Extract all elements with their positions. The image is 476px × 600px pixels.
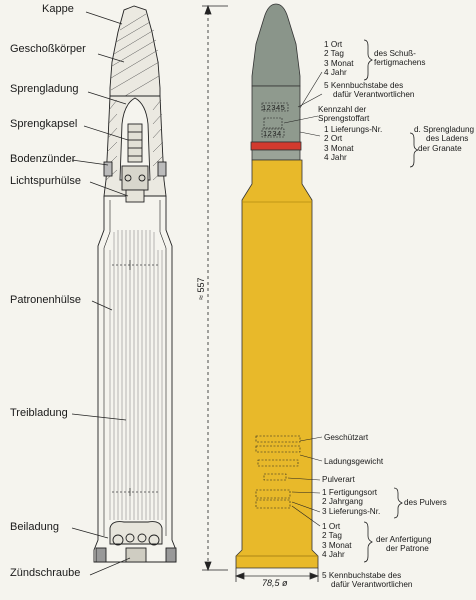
group1-brace-text: des Schuß- fertigmachens (374, 49, 425, 68)
case-outline-left (93, 196, 177, 563)
diameter-dimension-label: 78,5 ø (262, 578, 288, 588)
projectile-nose (251, 3, 301, 87)
group1-item-1: 1 Ort (324, 40, 343, 49)
projectile-stamps (261, 102, 289, 138)
base-fuze (121, 165, 149, 191)
tracer-tube (125, 189, 145, 203)
label-patronenhuelse: Patronenhülse (10, 294, 81, 306)
projectile-stamp-12345: 12345 (262, 103, 286, 112)
label-pulverart: Pulverart (322, 475, 355, 484)
left-leader-lines (71, 11, 131, 576)
group4-brace-line-1: der Anfertigung (376, 535, 432, 544)
case-markings (255, 435, 301, 509)
group3-item-2: 2 Jahrgang (322, 497, 363, 507)
group2-item-2: 2 Ort (324, 134, 343, 144)
group3-brace-line-1: des Pulvers (404, 498, 447, 507)
group1-list: 1 Ort 2 Tag 3 Monat 4 Jahr (324, 40, 354, 78)
group2-item-3: 3 Monat (324, 143, 354, 153)
group4-brace-text: der Anfertigung der Patrone (376, 535, 432, 554)
group2-item-4: 4 Jahr (324, 153, 347, 163)
group2-item-1: 1 Lieferungs-Nr. (324, 125, 383, 134)
group1-item-2: 2 Tag (324, 49, 344, 59)
group4-list: 1 Ort 2 Tag 3 Monat 4 Jahr (322, 522, 352, 560)
group2-brace-line-2: des Ladens (426, 134, 469, 144)
label-ladungsgewicht: Ladungsgewicht (324, 457, 384, 466)
group3-item-3: 3 Lieferungs-Nr. (322, 506, 381, 516)
top-responsible-1: 5 Kennbuchstabe des (324, 81, 404, 90)
colored-cartridge (234, 3, 320, 582)
group2-list: 1 Lieferungs-Nr. 2 Ort 3 Monat 4 Jahr (324, 125, 382, 163)
cutaway-drawing (93, 5, 177, 563)
top-responsible-line: 5 Kennbuchstabe des dafür Verantwortlich… (324, 81, 414, 100)
group1-item-3: 3 Monat (324, 58, 354, 68)
explosive-type-mark: Kennzahl der Sprengstoffart (318, 105, 369, 124)
label-sprengladung: Sprengladung (10, 83, 79, 95)
label-sprengkapsel: Sprengkapsel (10, 118, 78, 130)
group4-item-2: 2 Tag (322, 531, 342, 541)
label-bodenzuender: Bodenzünder (10, 153, 76, 165)
primer (125, 547, 147, 563)
group1-item-4: 4 Jahr (324, 68, 347, 78)
bottom-responsible-2: dafür Verantwortlichen (331, 580, 413, 590)
igniter-charge (109, 521, 163, 545)
group3-item-1: 1 Fertigungsort (322, 488, 378, 497)
label-kappe: Kappe (42, 3, 74, 15)
label-lichtspurhuelse: Lichtspurhülse (10, 175, 81, 187)
top-responsible-2: dafür Verantwortlichen (333, 90, 415, 100)
label-geschosskoerper: Geschoßkörper (10, 43, 86, 55)
cap-hatching (110, 13, 160, 97)
group1-brace-line-1: des Schuß- (374, 49, 416, 58)
label-treibladung: Treibladung (10, 407, 68, 419)
group2-brace-line-3: der Granate (418, 143, 462, 153)
braces (363, 39, 419, 563)
bottom-responsible-1: 5 Kennbuchstabe des (322, 571, 402, 580)
group3-list: 1 Fertigungsort 2 Jahrgang 3 Lieferungs-… (322, 488, 380, 516)
label-beiladung: Beiladung (10, 521, 59, 533)
length-dimension (202, 4, 228, 572)
explosive-mark-1: Kennzahl der (318, 105, 367, 114)
length-dimension-label: ≈ 557 (196, 277, 206, 300)
group1-brace-line-2: fertigmachens (374, 58, 426, 68)
group2-brace-text: d. Sprengladung des Ladens der Granate (414, 125, 474, 153)
label-geschuetzart: Geschützart (324, 433, 369, 442)
cap-section (109, 5, 161, 97)
bottom-responsible-line: 5 Kennbuchstabe des dafür Verantwortlich… (322, 571, 412, 590)
label-zuendschraube: Zündschraube (10, 567, 81, 579)
group4-item-1: 1 Ort (322, 522, 341, 531)
group2-brace-line-1: d. Sprengladung (414, 125, 475, 134)
detonator (127, 123, 143, 163)
propellant-sticks (109, 230, 163, 520)
right-leader-lines (283, 71, 323, 527)
red-band (250, 141, 302, 151)
group4-item-4: 4 Jahr (322, 550, 345, 560)
group4-item-3: 3 Monat (322, 540, 352, 550)
group3-brace-text: des Pulvers (404, 498, 447, 507)
projectile-body-colored (251, 85, 301, 143)
projectile-stamp-1234: 1234 (263, 129, 282, 138)
group4-brace-line-2: der Patrone (386, 544, 429, 554)
explosive-mark-2: Sprengstoffart (318, 114, 370, 124)
